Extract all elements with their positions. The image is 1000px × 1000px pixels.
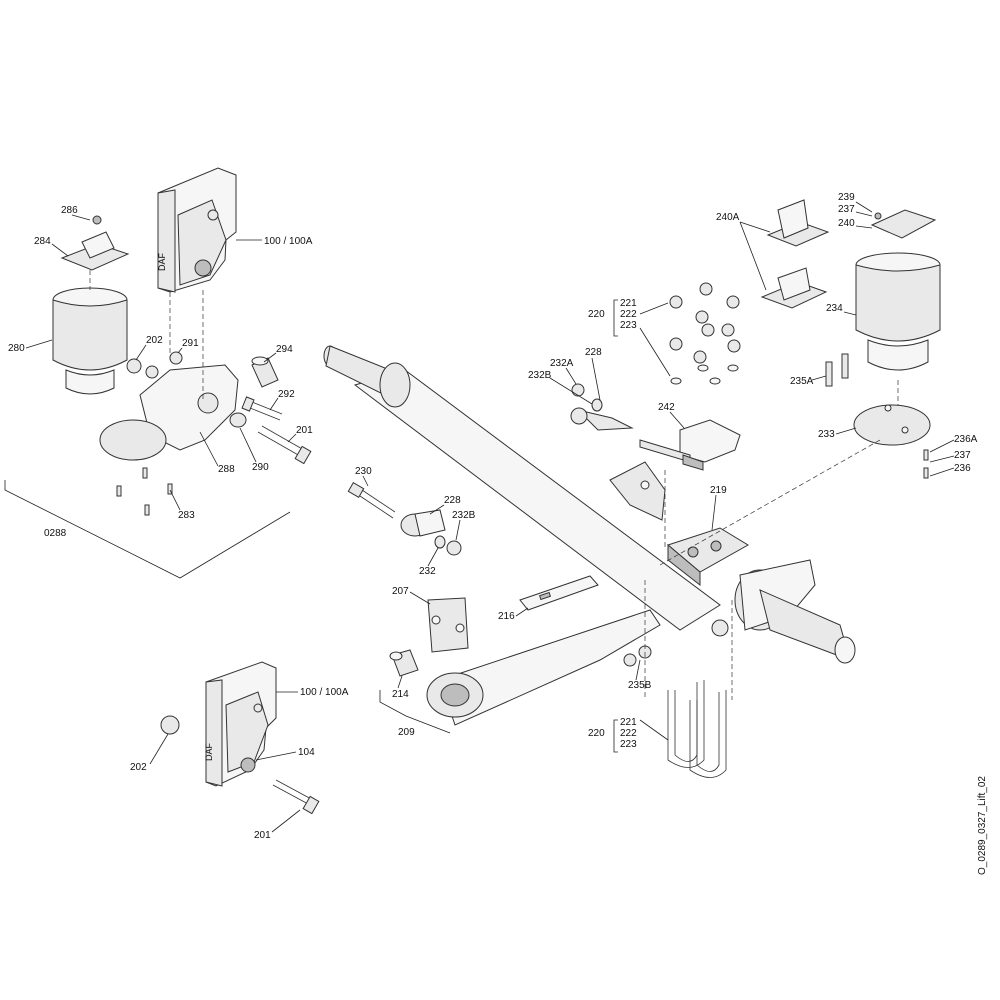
bolt-201-upper — [257, 425, 312, 465]
label-201-upper: 201 — [296, 425, 313, 436]
u-bolts-220 — [667, 680, 727, 778]
bolt-292 — [241, 396, 283, 421]
label-236A: 236A — [954, 434, 978, 445]
bracket-242 — [639, 419, 741, 471]
base-plate-233 — [853, 404, 931, 446]
axle-seat-219 — [666, 527, 749, 587]
label-290: 290 — [252, 462, 269, 473]
studs-283 — [116, 467, 173, 516]
label-202-upper: 202 — [146, 335, 163, 346]
bushing-214 — [389, 649, 419, 677]
label-223-upper: 223 — [620, 320, 637, 331]
label-233: 233 — [818, 429, 835, 440]
shock-bracket — [609, 461, 666, 521]
bolt-201-lower — [272, 779, 320, 815]
pin-235A — [825, 353, 849, 387]
label-232A: 232A — [550, 358, 574, 369]
label-235B: 235B — [628, 680, 652, 691]
label-209: 209 — [398, 727, 415, 738]
label-104: 104 — [298, 747, 315, 758]
bracket-240A-upper — [766, 199, 830, 247]
label-220-lower: 220 — [588, 728, 605, 739]
frame-bracket-lower: DAF — [204, 661, 277, 787]
label-222-lower: 222 — [620, 728, 637, 739]
label-232B-right: 232B — [528, 370, 552, 381]
label-201-lower: 201 — [254, 830, 271, 841]
label-234: 234 — [826, 303, 843, 314]
nut-232B-left — [446, 540, 462, 556]
label-228-right: 228 — [585, 347, 602, 358]
label-291: 291 — [182, 338, 199, 349]
bushing-294 — [251, 356, 279, 388]
label-240: 240 — [838, 218, 855, 229]
washer-232B-right — [591, 398, 603, 412]
label-228-left: 228 — [444, 495, 461, 506]
svg-text:DAF: DAF — [157, 252, 167, 271]
washer-290 — [229, 412, 247, 428]
air-spring-234 — [855, 252, 941, 371]
label-288: 288 — [218, 464, 235, 475]
label-240A: 240A — [716, 212, 740, 223]
label-223-lower: 223 — [620, 739, 637, 750]
label-237-lower: 237 — [954, 450, 971, 461]
bolt-230 — [347, 481, 396, 519]
label-236: 236 — [954, 463, 971, 474]
label-221-lower: 221 — [620, 717, 637, 728]
label-219: 219 — [710, 485, 727, 496]
shock-228-right — [570, 407, 634, 431]
label-235A: 235A — [790, 376, 814, 387]
label-294: 294 — [276, 344, 293, 355]
svg-text:DAF: DAF — [204, 742, 214, 761]
axle-beam — [323, 345, 721, 631]
label-202-lower: 202 — [130, 762, 147, 773]
label-232B-left: 232B — [452, 510, 476, 521]
label-284: 284 — [34, 236, 51, 247]
washer-232 — [434, 535, 446, 549]
plate-216 — [519, 575, 599, 611]
label-220-upper: 220 — [588, 309, 605, 320]
label-283: 283 — [178, 510, 195, 521]
label-237-upper: 237 — [838, 204, 855, 215]
nut-set-upper — [669, 282, 741, 385]
air-spring-280 — [52, 287, 128, 395]
label-0288: 0288 — [44, 528, 67, 539]
nut-202-left — [126, 358, 142, 374]
steering-knuckle — [711, 559, 856, 664]
label-100-100A-lower: 100 / 100A — [300, 687, 349, 698]
shock-228-left — [400, 509, 446, 537]
label-216: 216 — [498, 611, 515, 622]
nut-235B-a — [623, 653, 637, 667]
label-292: 292 — [278, 389, 295, 400]
label-222-upper: 222 — [620, 309, 637, 320]
label-239: 239 — [838, 192, 855, 203]
frame-bracket-top: DAF — [157, 167, 237, 293]
nut-232A — [571, 383, 585, 397]
label-214: 214 — [392, 689, 409, 700]
label-221-upper: 221 — [620, 298, 637, 309]
drawing-reference: O_0289_0327_Lift_02 — [977, 776, 988, 875]
bracket-207 — [427, 597, 469, 653]
label-232: 232 — [419, 566, 436, 577]
label-100-100A-upper: 100 / 100A — [264, 236, 313, 247]
nut-202-lower — [160, 715, 180, 735]
label-280: 280 — [8, 343, 25, 354]
label-230: 230 — [355, 466, 372, 477]
trailing-arm-209 — [426, 609, 661, 726]
label-207: 207 — [392, 586, 409, 597]
label-242: 242 — [658, 402, 675, 413]
screws-236 — [923, 449, 929, 479]
top-plate-284 — [60, 215, 130, 271]
hanger-288 — [99, 352, 239, 461]
bracket-240A-lower — [760, 267, 828, 309]
top-plate-240 — [870, 209, 937, 239]
label-286: 286 — [61, 205, 78, 216]
nut-291 — [169, 351, 183, 365]
